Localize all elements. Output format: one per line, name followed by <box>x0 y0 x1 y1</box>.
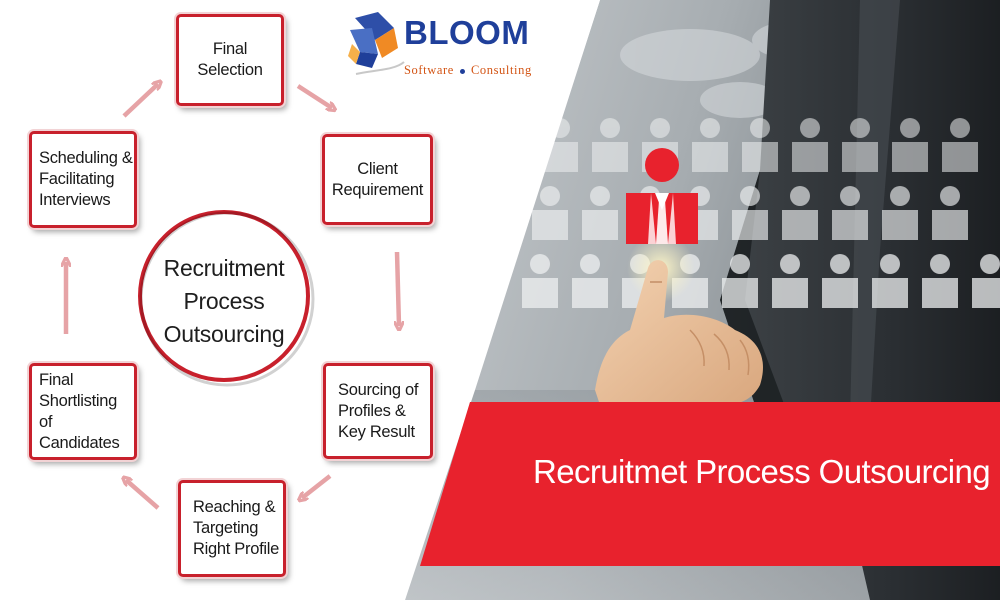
tagline-software: Software <box>404 63 454 77</box>
step-final-shortlisting: Final Shortlisting of Candidates <box>29 363 137 460</box>
step-final-selection: Final Selection <box>176 14 284 106</box>
arrow-selection-to-requirement <box>296 84 332 108</box>
person-icon <box>972 254 1000 308</box>
person-icon <box>932 186 968 240</box>
arrow-requirement-to-sourcing <box>397 251 399 326</box>
person-icon <box>722 254 758 308</box>
person-icon <box>522 254 558 308</box>
person-icon <box>822 254 858 308</box>
tagline-consulting: Consulting <box>470 63 532 77</box>
person-icon <box>732 186 768 240</box>
bloom-logo-text: BLOOM <box>404 14 530 51</box>
person-icon <box>772 254 808 308</box>
step-label: Client Requirement <box>331 159 424 199</box>
banner-title: Recruitmet Process Outsourcing <box>533 453 991 490</box>
arrow-scheduling-to-selection <box>122 84 158 118</box>
person-icon <box>842 118 878 172</box>
person-icon <box>532 186 568 240</box>
step-scheduling-interviews: Scheduling & Facilitating Interviews <box>29 131 137 228</box>
person-icon <box>872 254 908 308</box>
bloom-tagline: Software Consulting <box>404 63 554 78</box>
step-sourcing-profiles: Sourcing of Profiles & Key Result <box>323 363 433 459</box>
person-icon <box>692 118 728 172</box>
step-label: Final Shortlisting of Candidates <box>39 370 120 452</box>
arrow-sourcing-to-reaching <box>302 474 332 498</box>
step-client-requirement: Client Requirement <box>322 134 433 225</box>
arrow-reaching-to-shortlisting <box>126 480 160 510</box>
person-icon <box>592 118 628 172</box>
step-label: Scheduling & Facilitating Interviews <box>39 149 133 209</box>
step-reaching-targeting: Reaching & Targeting Right Profile <box>178 480 286 577</box>
step-label: Reaching & Targeting Right Profile <box>193 498 279 558</box>
person-icon <box>742 118 778 172</box>
step-label: Sourcing of Profiles & Key Result <box>338 380 419 441</box>
person-icon <box>882 186 918 240</box>
tagline-dot <box>459 68 465 74</box>
center-circle <box>138 210 310 382</box>
center-label: Recruitment Process Outsourcing <box>163 255 285 347</box>
person-icon <box>922 254 958 308</box>
step-label: Final Selection <box>197 40 263 79</box>
person-icon <box>892 118 928 172</box>
person-icon <box>792 118 828 172</box>
person-icon <box>582 186 618 240</box>
person-icon <box>832 186 868 240</box>
person-icon <box>572 254 608 308</box>
person-icon <box>942 118 978 172</box>
person-icon <box>782 186 818 240</box>
